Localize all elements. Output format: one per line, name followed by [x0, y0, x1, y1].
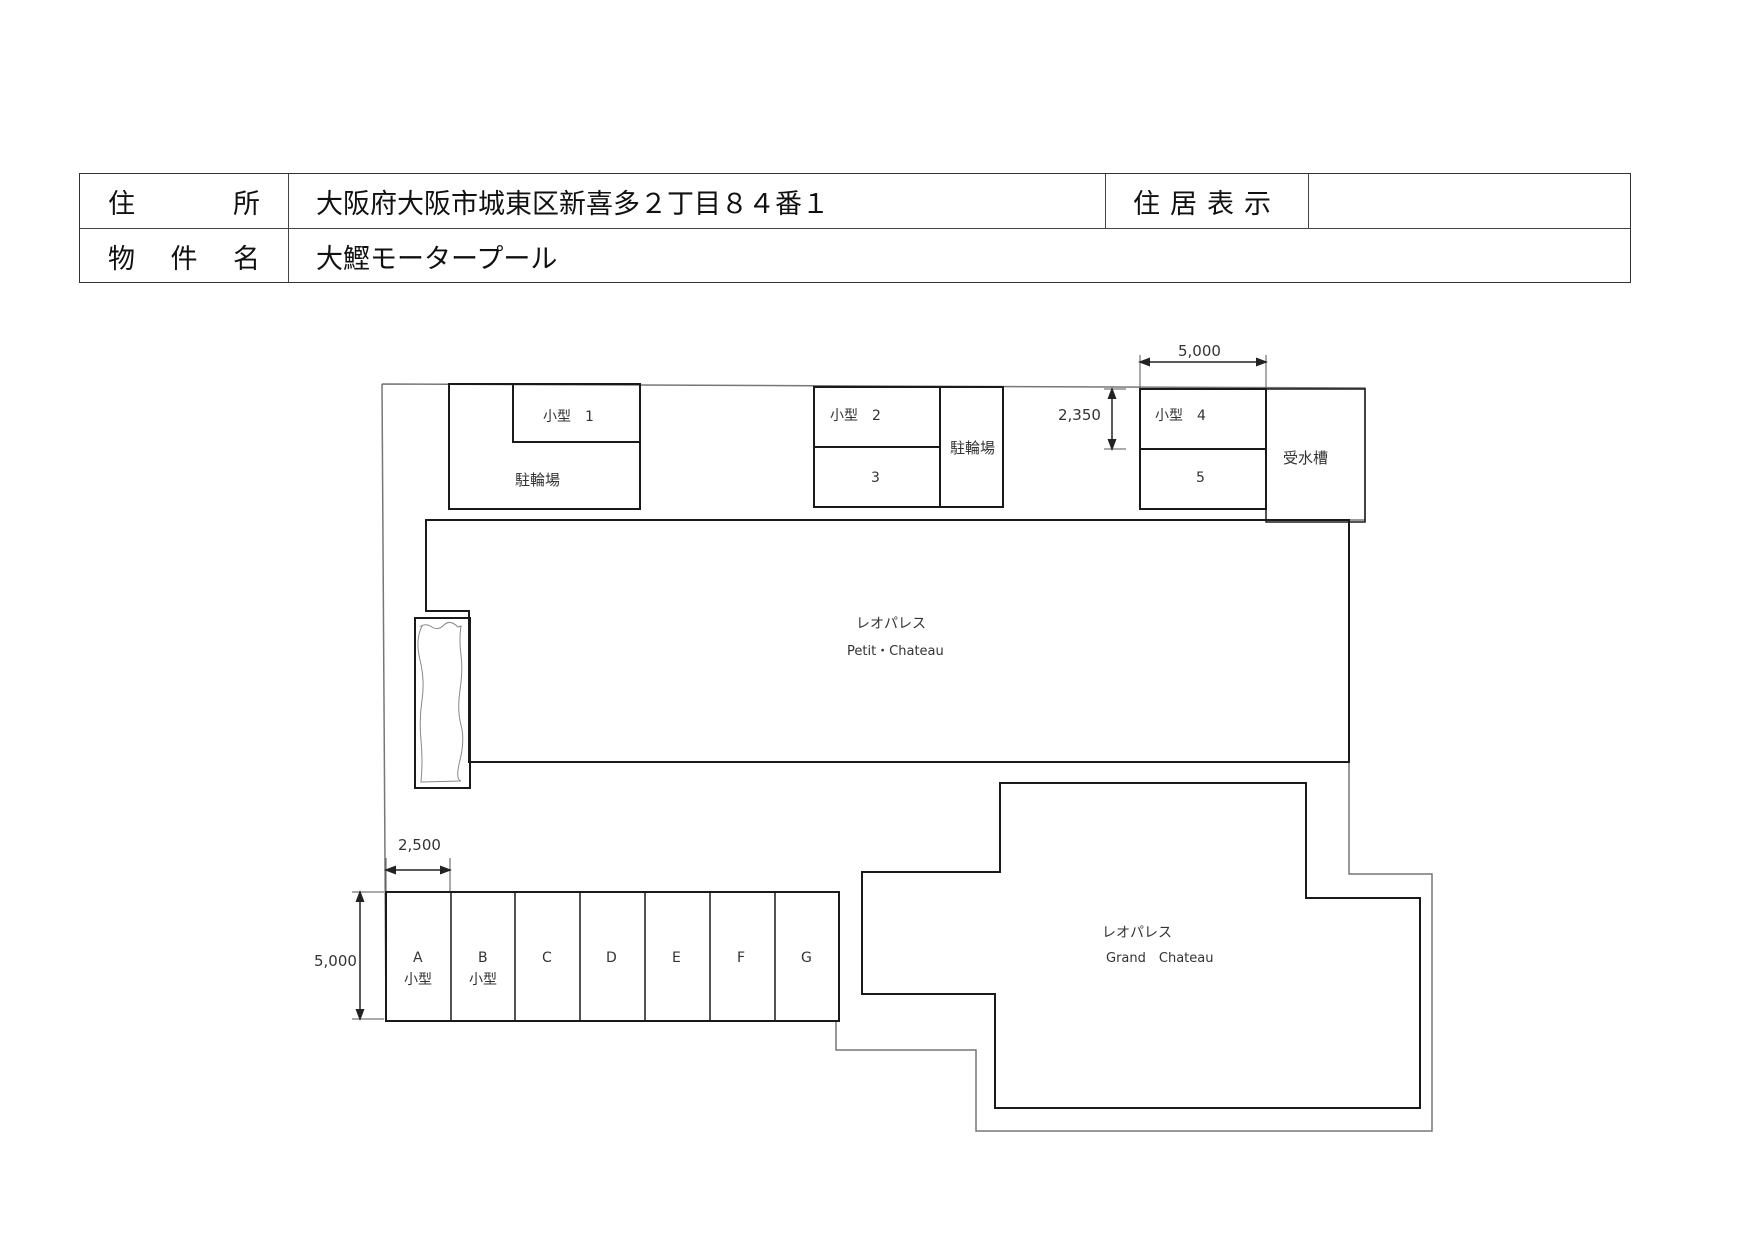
bike-parking-label-2: 駐輪場: [950, 439, 995, 457]
space-3-label: 3: [871, 470, 880, 486]
address-row: 住 所 大阪府大阪市城東区新喜多２丁目８４番１ 住居表示: [80, 174, 1630, 229]
space-b-label: B: [478, 950, 488, 966]
svg-text:レオパレス: レオパレス: [856, 616, 926, 632]
dimension-top-width: 5,000: [1138, 342, 1268, 388]
svg-text:Petit・Chateau: Petit・Chateau: [847, 644, 944, 659]
space-2-label: 小型 2: [830, 408, 881, 424]
parking-block-middle: 小型 2 3 駐輪場: [813, 386, 1004, 508]
space-1-label: 小型 1: [543, 409, 594, 425]
svg-text:レオパレス: レオパレス: [1102, 925, 1172, 941]
space-d-label: D: [606, 950, 617, 966]
address-label: 住 所: [80, 174, 289, 228]
planter: [414, 617, 471, 789]
space-g-label: G: [801, 950, 812, 966]
svg-text:2,500: 2,500: [398, 836, 441, 854]
building-petit-chateau: レオパレス Petit・Chateau: [425, 519, 1350, 763]
svg-text:5,000: 5,000: [314, 952, 357, 970]
water-tank-label: 受水槽: [1283, 449, 1328, 467]
property-info-table: 住 所 大阪府大阪市城東区新喜多２丁目８４番１ 住居表示 物 件 名 大鰹モータ…: [79, 173, 1631, 283]
space-4-label: 小型 4: [1155, 408, 1206, 424]
space-a-note: 小型: [404, 972, 432, 988]
property-name-row: 物 件 名 大鰹モータープール: [80, 229, 1630, 283]
space-a-label: A: [413, 950, 423, 966]
bike-parking-label: 駐輪場: [515, 471, 560, 489]
site-boundary: [381, 383, 1433, 1132]
space-f-label: F: [737, 950, 745, 966]
space-c-label: C: [542, 950, 552, 966]
space-5-label: 5: [1196, 470, 1205, 486]
parking-block-right: 小型 4 5 受水槽: [1139, 388, 1366, 523]
dimension-top-depth: 2,350: [1058, 387, 1126, 451]
space-e-label: E: [672, 950, 681, 966]
property-name-value: 大鰹モータープール: [316, 243, 558, 275]
property-name-label: 物 件 名: [80, 229, 289, 283]
svg-text:2,350: 2,350: [1058, 406, 1101, 424]
dimension-bottom-depth: 5,000: [314, 890, 384, 1021]
svg-text:5,000: 5,000: [1178, 342, 1221, 360]
svg-text:Grand Chateau: Grand Chateau: [1106, 951, 1213, 966]
address-value: 大阪府大阪市城東区新喜多２丁目８４番１: [316, 188, 829, 220]
bike-parking-left: 小型 1 駐輪場: [448, 383, 641, 510]
residence-display-label: 住居表示: [1105, 174, 1309, 228]
building-grand-chateau: レオパレス Grand Chateau: [861, 782, 1421, 1109]
dimension-bottom-width: 2,500: [384, 836, 452, 892]
parking-row-bottom: A 小型 B 小型 C D E F G: [385, 891, 840, 1022]
space-b-note: 小型: [469, 972, 497, 988]
